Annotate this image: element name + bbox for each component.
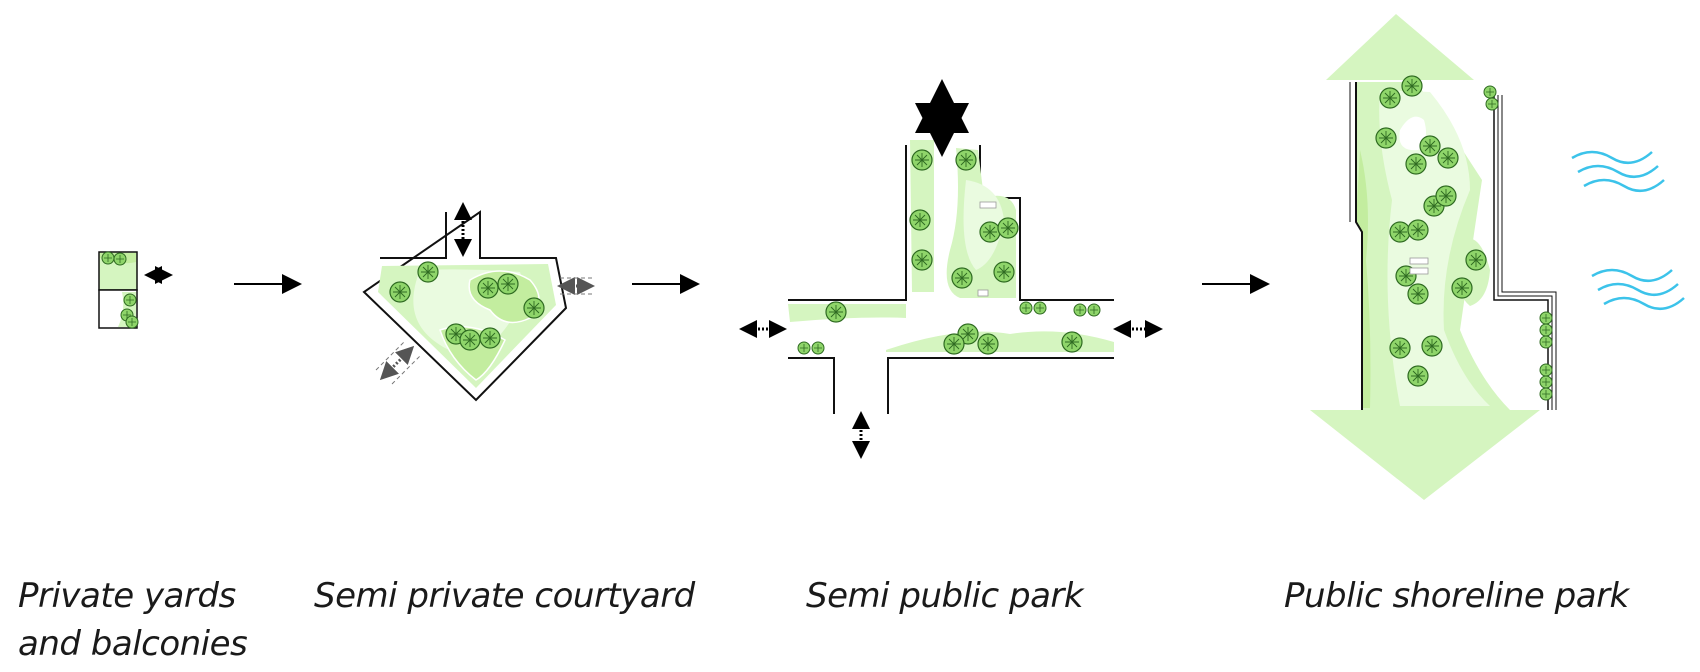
semi-public-park-plan <box>739 79 1163 459</box>
caption-line-2: and balconies <box>18 624 248 664</box>
caption-public-shoreline-park: Public shoreline park <box>1284 576 1629 616</box>
water-waves-icon <box>1571 150 1685 311</box>
caption-semi-private-courtyard: Semi private courtyard <box>314 576 695 616</box>
semi-private-courtyard-plan <box>362 202 595 402</box>
private-yards-plan <box>98 251 173 329</box>
caption-semi-public-park: Semi public park <box>806 576 1084 616</box>
caption-private-yards: Private yards and balconies <box>18 572 248 668</box>
public-shoreline-park-plan <box>1310 14 1685 500</box>
caption-line-1: Private yards <box>18 576 236 616</box>
